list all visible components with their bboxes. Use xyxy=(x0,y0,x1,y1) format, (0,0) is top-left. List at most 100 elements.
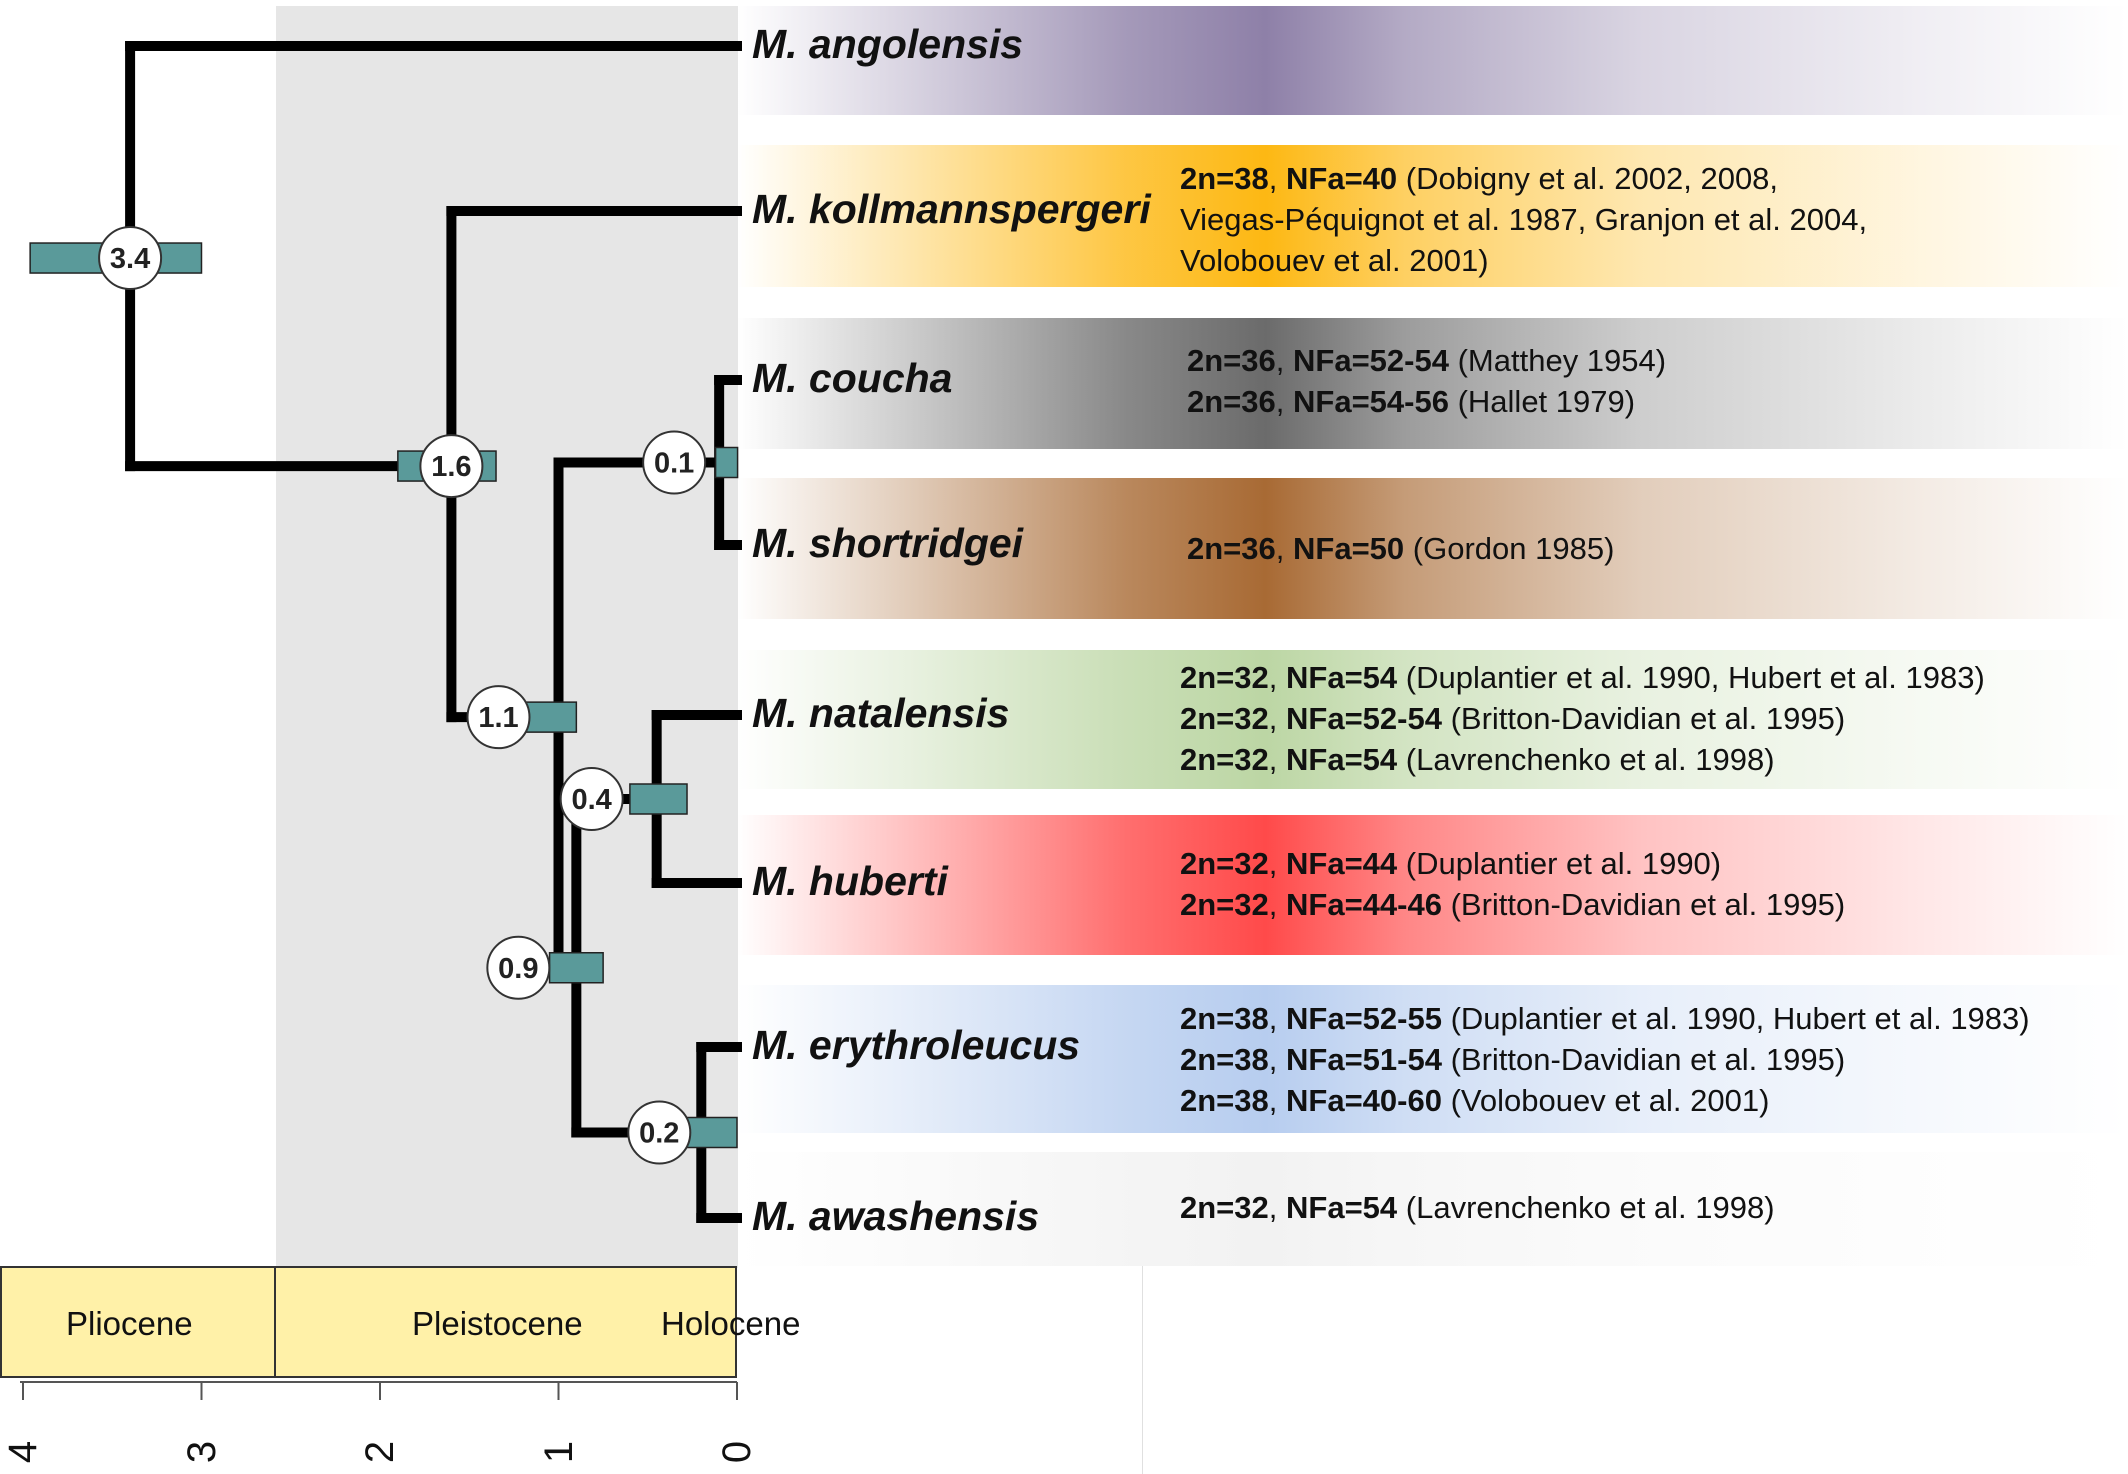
karyotype-line: 2n=32, NFa=54 (Duplantier et al. 1990, H… xyxy=(1180,660,1985,695)
karyotype-band xyxy=(737,478,2128,619)
species-label: M. awashensis xyxy=(752,1193,1040,1239)
node-age-circle xyxy=(486,935,551,1000)
karyotype-line: 2n=36, NFa=50 (Gordon 1985) xyxy=(1187,531,1615,566)
axis-tick-label: 2 xyxy=(358,1440,402,1464)
hpd-bar xyxy=(714,446,739,479)
karyotype-line: 2n=32, NFa=44 (Duplantier et al. 1990) xyxy=(1180,846,1722,881)
karyotype-block: 2n=38, NFa=52-55 (Duplantier et al. 1990… xyxy=(1180,998,2030,1121)
karyotype-line: 2n=38, NFa=51-54 (Britton-Davidian et al… xyxy=(1180,1042,1846,1077)
karyotype-reference: (Hallet 1979) xyxy=(1457,384,1636,419)
species-label: M. huberti xyxy=(752,858,948,904)
fundamental-number: NFa=44-46 xyxy=(1286,887,1442,922)
chromosome-number: 2n=32 xyxy=(1180,742,1269,777)
karyotype-band xyxy=(737,145,2128,287)
species-label: M. natalensis xyxy=(752,690,1010,736)
species-label: M. shortridgei xyxy=(752,520,1024,566)
karyotype-line: 2n=32, NFa=52-54 (Britton-Davidian et al… xyxy=(1180,701,1846,736)
karyotype-reference: (Duplantier et al. 1990) xyxy=(1405,846,1722,881)
karyotype-band xyxy=(737,815,2128,955)
karyotype-reference: (Duplantier et al. 1990, Hubert et al. 1… xyxy=(1450,1001,2030,1036)
epoch-divider xyxy=(274,1266,276,1378)
karyotype-block: 2n=36, NFa=52-54 (Matthey 1954) 2n=36, NF… xyxy=(1187,340,1666,422)
epoch-label-holocene: Holocene xyxy=(661,1305,801,1342)
fundamental-number: NFa=54 xyxy=(1286,660,1398,695)
karyotype-reference: Viegas-Péquignot et al. 1987, Granjon et… xyxy=(1180,202,1868,237)
chromosome-number: 2n=38 xyxy=(1180,161,1269,196)
karyotype-line: 2n=36, NFa=54-56 (Hallet 1979) xyxy=(1187,384,1636,419)
chromosome-number: 2n=38 xyxy=(1180,1001,1269,1036)
karyotype-block: 2n=32, NFa=44 (Duplantier et al. 1990)2n… xyxy=(1180,843,1845,925)
chromosome-number: 2n=36 xyxy=(1187,531,1276,566)
karyotype-line: Volobouev et al. 2001) xyxy=(1180,240,1867,281)
chromosome-number: 2n=32 xyxy=(1180,1190,1269,1225)
node-age-label: 1.6 xyxy=(431,451,471,483)
karyotype-reference: Volobouev et al. 2001) xyxy=(1180,243,1489,278)
karyotype-block: 2n=38, NFa=40 (Dobigny et al. 2002, 2008… xyxy=(1180,158,1867,281)
karyotype-reference: (Britton-Davidian et al. 1995) xyxy=(1450,701,1846,736)
epoch-bar xyxy=(0,1266,737,1378)
epoch-label-pliocene: Pliocene xyxy=(66,1305,193,1342)
karyotype-reference: (Dobigny et al. 2002, 2008, xyxy=(1405,161,1779,196)
karyotype-reference: (Britton-Davidian et al. 1995) xyxy=(1450,887,1846,922)
chromosome-number: 2n=38 xyxy=(1180,1042,1269,1077)
chromosome-number: 2n=32 xyxy=(1180,887,1269,922)
karyotype-line: 2n=38, NFa=40 (Dobigny et al. 2002, 2008… xyxy=(1180,161,1779,196)
fundamental-number: NFa=52-54 xyxy=(1293,343,1449,378)
species-label: M. angolensis xyxy=(752,21,1024,67)
karyotype-reference: (Volobouev et al. 2001) xyxy=(1450,1083,1770,1118)
node-age-circle xyxy=(559,767,624,831)
karyotype-block: 2n=36, NFa=50 (Gordon 1985) xyxy=(1187,528,1614,569)
karyotype-reference: (Matthey 1954) xyxy=(1457,343,1667,378)
species-label: M. kollmannspergeri xyxy=(752,186,1151,232)
karyotype-band xyxy=(737,1152,2128,1266)
karyotype-line: 2n=32, NFa=54 (Lavrenchenko et al. 1998) xyxy=(1180,1190,1775,1225)
species-label: M. erythroleucus xyxy=(752,1022,1081,1068)
chromosome-number: 2n=36 xyxy=(1187,343,1276,378)
node-age-circle xyxy=(466,685,531,750)
node-age-label: 3.4 xyxy=(110,243,150,275)
chromosome-number: 2n=32 xyxy=(1180,846,1269,881)
karyotype-line: 2n=32, NFa=54 (Lavrenchenko et al. 1998) xyxy=(1180,742,1775,777)
axis-tick-label: 1 xyxy=(536,1440,581,1464)
axis-tick-label: 3 xyxy=(179,1440,224,1464)
karyotype-band xyxy=(737,6,2128,115)
karyotype-block: 2n=32, NFa=54 (Duplantier et al. 1990, H… xyxy=(1180,657,1985,780)
fundamental-number: NFa=40-60 xyxy=(1286,1083,1442,1118)
karyotype-band xyxy=(737,318,2128,449)
node-age-circle xyxy=(642,430,707,495)
karyotype-reference: (Duplantier et al. 1990, Hubert et al. 1… xyxy=(1405,660,1985,695)
karyotype-line: 2n=32, NFa=44-46 (Britton-Davidian et al… xyxy=(1180,887,1846,922)
fundamental-number: NFa=52-54 xyxy=(1286,701,1442,736)
chromosome-number: 2n=32 xyxy=(1180,701,1269,736)
fundamental-number: NFa=44 xyxy=(1286,846,1398,881)
hpd-bar xyxy=(522,701,578,733)
axis-tick-label: 0 xyxy=(715,1440,759,1464)
node-age-circle xyxy=(98,226,163,291)
karyotype-reference: (Gordon 1985) xyxy=(1412,531,1615,566)
fundamental-number: NFa=54-56 xyxy=(1293,384,1449,419)
karyotype-band xyxy=(737,650,2128,789)
fundamental-number: NFa=52-55 xyxy=(1286,1001,1442,1036)
fundamental-number: NFa=50 xyxy=(1293,531,1405,566)
chromosome-number: 2n=32 xyxy=(1180,660,1269,695)
karyotype-reference: (Britton-Davidian et al. 1995) xyxy=(1450,1042,1846,1077)
node-age-label: 1.1 xyxy=(478,702,518,734)
karyotype-line: 2n=36, NFa=52-54 (Matthey 1954) xyxy=(1187,343,1667,378)
epoch-label-pleistocene: Pleistocene xyxy=(412,1305,583,1342)
time-axis xyxy=(20,1381,738,1400)
node-age-circle xyxy=(419,434,484,499)
pleistocene-shading xyxy=(276,6,738,1268)
panel-divider xyxy=(1142,1266,1143,1474)
karyotype-reference: (Lavrenchenko et al. 1998) xyxy=(1405,742,1775,777)
fundamental-number: NFa=51-54 xyxy=(1286,1042,1442,1077)
fundamental-number: NFa=54 xyxy=(1286,742,1398,777)
hpd-bar xyxy=(629,783,688,815)
karyotype-reference: (Lavrenchenko et al. 1998) xyxy=(1405,1190,1775,1225)
karyotype-line: Viegas-Péquignot et al. 1987, Granjon et… xyxy=(1180,199,1867,240)
node-age-label: 0.1 xyxy=(654,448,694,480)
karyotype-line: 2n=38, NFa=40-60 (Volobouev et al. 2001) xyxy=(1180,1083,1770,1118)
karyotype-band xyxy=(737,985,2128,1133)
fundamental-number: NFa=40 xyxy=(1286,161,1398,196)
